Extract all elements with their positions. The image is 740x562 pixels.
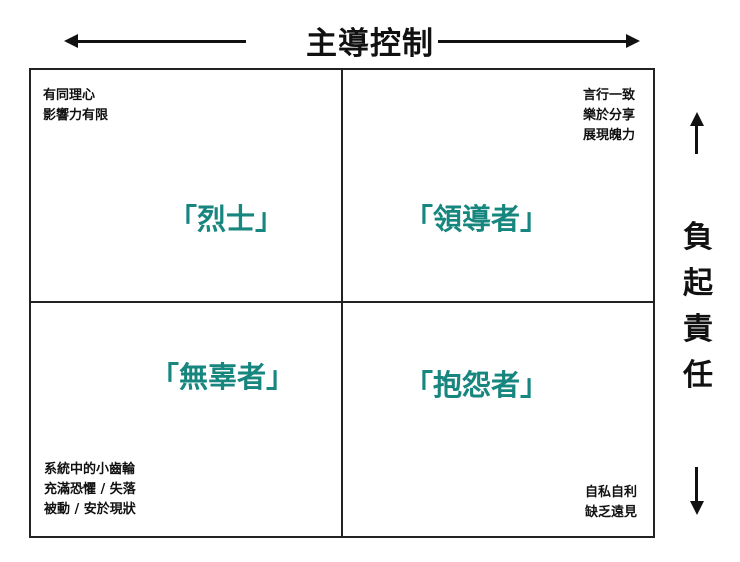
down-arrow-line [695, 467, 698, 503]
quadrant-label-innocent: 「無辜者」 [150, 360, 296, 394]
vertical-axis-char: 責 [683, 312, 713, 347]
horizontal-axis-title: 主導控制 [306, 26, 434, 62]
bottom-right-notes: 自私自利 缺乏遠見 [540, 483, 637, 523]
bottom-left-notes: 系統中的小齒輪 充滿恐懼 / 失落 被動 / 安於現狀 [44, 460, 136, 520]
note-line: 樂於分享 [582, 108, 635, 123]
quadrant-label-leader: 「領導者」 [404, 202, 550, 236]
right-arrow-line [438, 40, 628, 43]
up-arrow-line [695, 124, 698, 154]
note-line: 缺乏遠見 [584, 505, 637, 520]
vertical-axis-char: 任 [683, 358, 713, 393]
down-arrowhead-icon [690, 501, 704, 515]
quadrant-label-complainer: 「抱怨者」 [404, 368, 550, 402]
vertical-axis-char: 起 [683, 266, 713, 301]
left-arrowhead-icon [64, 34, 78, 48]
note-line: 言行一致 [582, 88, 635, 103]
note-line: 自私自利 [584, 485, 637, 500]
vertical-axis-title: 負 起 責 任 [678, 215, 718, 399]
note-line: 影響力有限 [43, 108, 109, 123]
right-arrowhead-icon [626, 34, 640, 48]
note-line: 被動 / 安於現狀 [44, 502, 136, 517]
left-arrow-line [76, 40, 246, 43]
top-left-notes: 有同理心 影響力有限 [43, 86, 108, 126]
horizontal-divider [29, 301, 654, 303]
quadrant-label-martyr: 「烈士」 [168, 202, 285, 236]
note-line: 系統中的小齒輪 [44, 462, 136, 477]
note-line: 有同理心 [43, 88, 96, 103]
up-arrowhead-icon [690, 112, 704, 126]
vertical-axis-char: 負 [683, 220, 713, 255]
top-right-notes: 言行一致 樂於分享 展現魄力 [540, 86, 635, 146]
note-line: 展現魄力 [582, 128, 635, 143]
note-line: 充滿恐懼 / 失落 [44, 482, 136, 497]
